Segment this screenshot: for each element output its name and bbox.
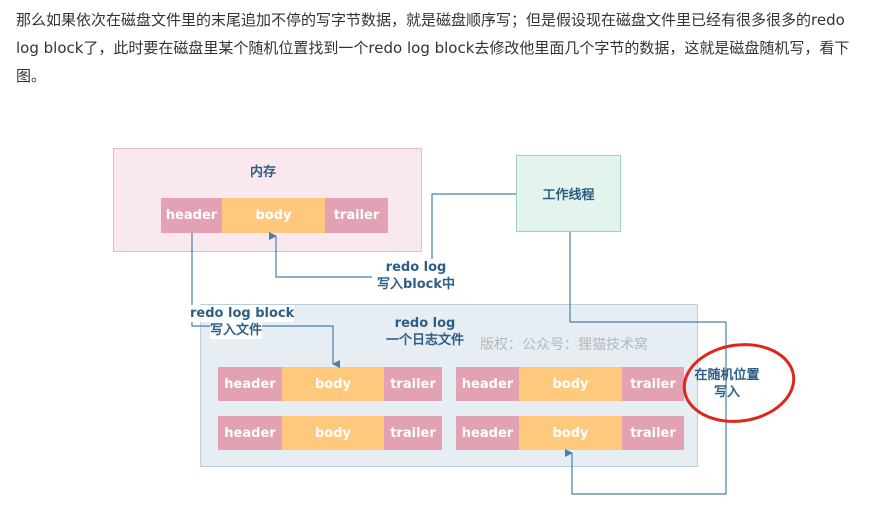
block-header-cell: header [456, 367, 519, 401]
worker-thread-label: 工作线程 [542, 188, 595, 203]
label-line: 在随机位置 [694, 368, 760, 383]
block-header-cell: header [218, 416, 282, 450]
block-trailer-cell: trailer [622, 416, 684, 450]
arrow-worker-to-random-block [565, 232, 727, 495]
block-header-cell: header [218, 367, 282, 401]
block-body-cell: body [519, 416, 622, 450]
label-line: redo log block [190, 305, 295, 322]
label-line: 一个日志文件 [385, 333, 464, 348]
block-body-cell: body [282, 416, 384, 450]
watermark: 版权：公众号：狸猫技术窝 [480, 337, 648, 353]
block-trailer-cell: trailer [622, 367, 684, 401]
label-log-file: redo log 一个日志文件 [378, 315, 472, 349]
red-annotation-circle [682, 343, 796, 423]
block-header-cell: header [456, 416, 519, 450]
block-body-cell: body [282, 367, 384, 401]
arrow-memory-to-file [191, 233, 340, 368]
label-random-write: 在随机位置 写入 [688, 367, 766, 401]
label-write-block: redo log 写入block中 [372, 259, 460, 293]
label-line: 写入 [713, 385, 740, 400]
block-trailer-cell: trailer [384, 416, 442, 450]
block-trailer-cell: trailer [384, 367, 442, 401]
memory-body-cell: body [222, 198, 325, 233]
label-line: 写入文件 [210, 322, 263, 339]
label-line: redo log [394, 316, 456, 331]
block-body-cell: body [519, 367, 622, 401]
memory-trailer-cell: trailer [325, 198, 388, 233]
body-paragraph: 那么如果依次在磁盘文件里的末尾追加不停的写字节数据，就是磁盘顺序写；但是假设现在… [16, 11, 850, 85]
label-line: redo log [385, 260, 447, 275]
label-line: 写入block中 [376, 277, 456, 292]
label-write-file: redo log block 写入文件 [190, 305, 295, 339]
memory-header-cell: header [161, 198, 222, 233]
memory-title: 内存 [250, 165, 277, 180]
worker-thread-box: 工作线程 [516, 155, 621, 232]
